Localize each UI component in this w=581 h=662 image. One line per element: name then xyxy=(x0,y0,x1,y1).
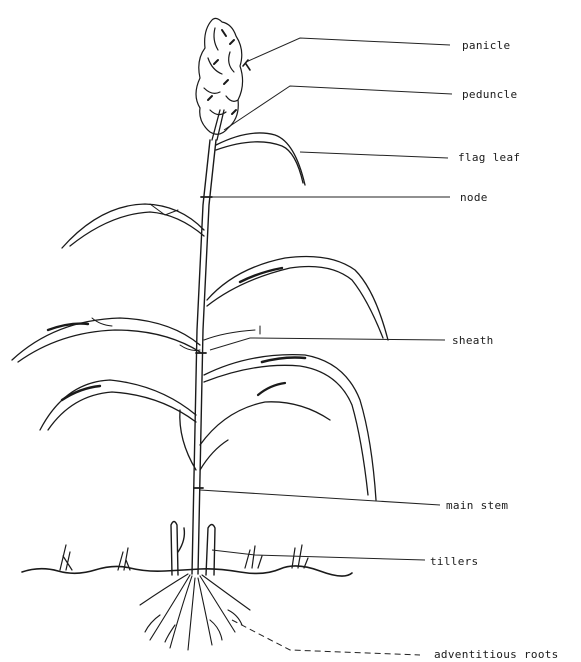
leader-main-stem xyxy=(200,490,440,505)
leaves xyxy=(12,133,388,500)
label-node: node xyxy=(460,191,488,204)
ground xyxy=(22,545,352,576)
label-main-stem: main stem xyxy=(446,499,508,512)
leader-sheath xyxy=(210,338,445,350)
leader-lines xyxy=(200,38,452,655)
labels: panicle peduncle flag leaf node sheath m… xyxy=(430,39,559,661)
label-panicle: panicle xyxy=(462,39,510,52)
adventitious-roots xyxy=(140,574,250,650)
label-sheath: sheath xyxy=(452,334,494,347)
leader-peduncle xyxy=(224,86,452,130)
leader-flag-leaf xyxy=(300,152,448,158)
label-adventitious-roots: adventitious roots xyxy=(434,648,559,661)
main-stem xyxy=(192,140,216,574)
label-peduncle: peduncle xyxy=(462,88,517,101)
leader-adventitious-roots xyxy=(232,620,420,655)
label-tillers: tillers xyxy=(430,555,478,568)
leader-panicle xyxy=(246,38,450,62)
label-flag-leaf: flag leaf xyxy=(458,151,520,164)
leader-tillers xyxy=(212,550,425,560)
